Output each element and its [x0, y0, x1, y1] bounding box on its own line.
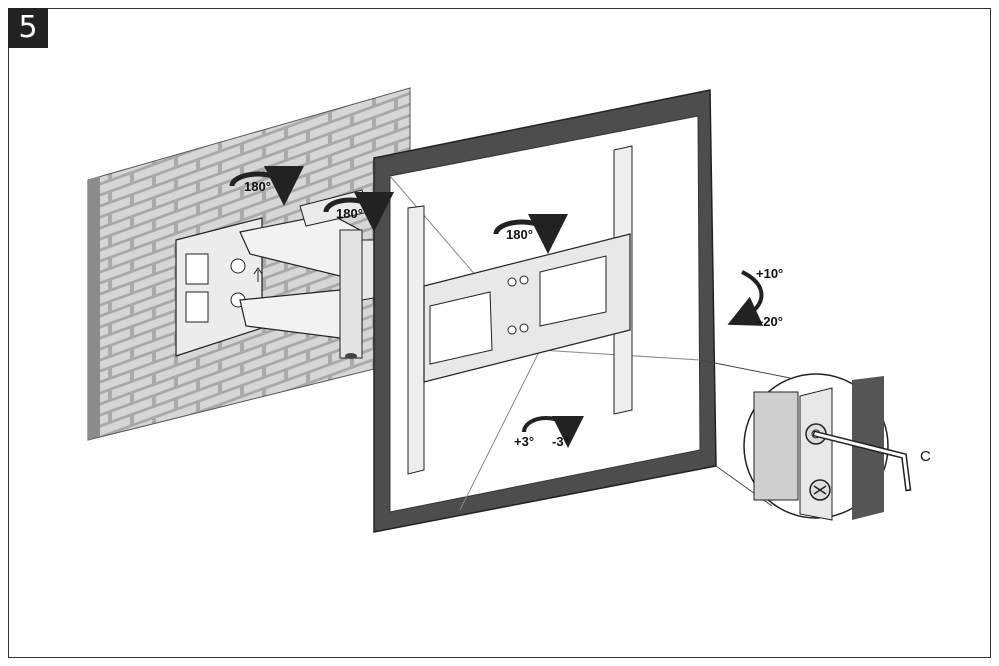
rotate-arrow-icon	[493, 213, 568, 254]
tv-rotate-label: 180°	[506, 227, 533, 242]
diagram-frame	[8, 8, 991, 658]
level-adjust-indicator: +3° -3°	[514, 415, 584, 449]
tilt-arrow-icon	[727, 270, 764, 326]
step-number-badge: 5	[8, 8, 48, 48]
level-plus-label: +3°	[514, 434, 534, 449]
tilt-up-label: +10°	[756, 266, 783, 281]
tv-rotate-indicator: 180°	[493, 213, 568, 254]
wall-swivel-label: 180°	[244, 179, 271, 194]
tv-adapter-plate	[423, 233, 631, 383]
tilt-down-label: –20°	[756, 314, 783, 329]
arm-swivel-label: 180°	[336, 206, 363, 221]
tilt-indicator: +10° –20°	[727, 266, 783, 329]
wall-swivel-indicator: 180°	[229, 165, 304, 206]
arm-swivel-indicator: 180°	[323, 191, 394, 232]
detail-callout: C	[699, 359, 931, 521]
level-arrow-icon	[522, 415, 584, 448]
tool-label: C	[920, 448, 931, 465]
rotate-arrow-icon	[229, 165, 304, 206]
rotate-arrow-icon	[323, 191, 394, 232]
level-minus-label: -3°	[552, 434, 569, 449]
